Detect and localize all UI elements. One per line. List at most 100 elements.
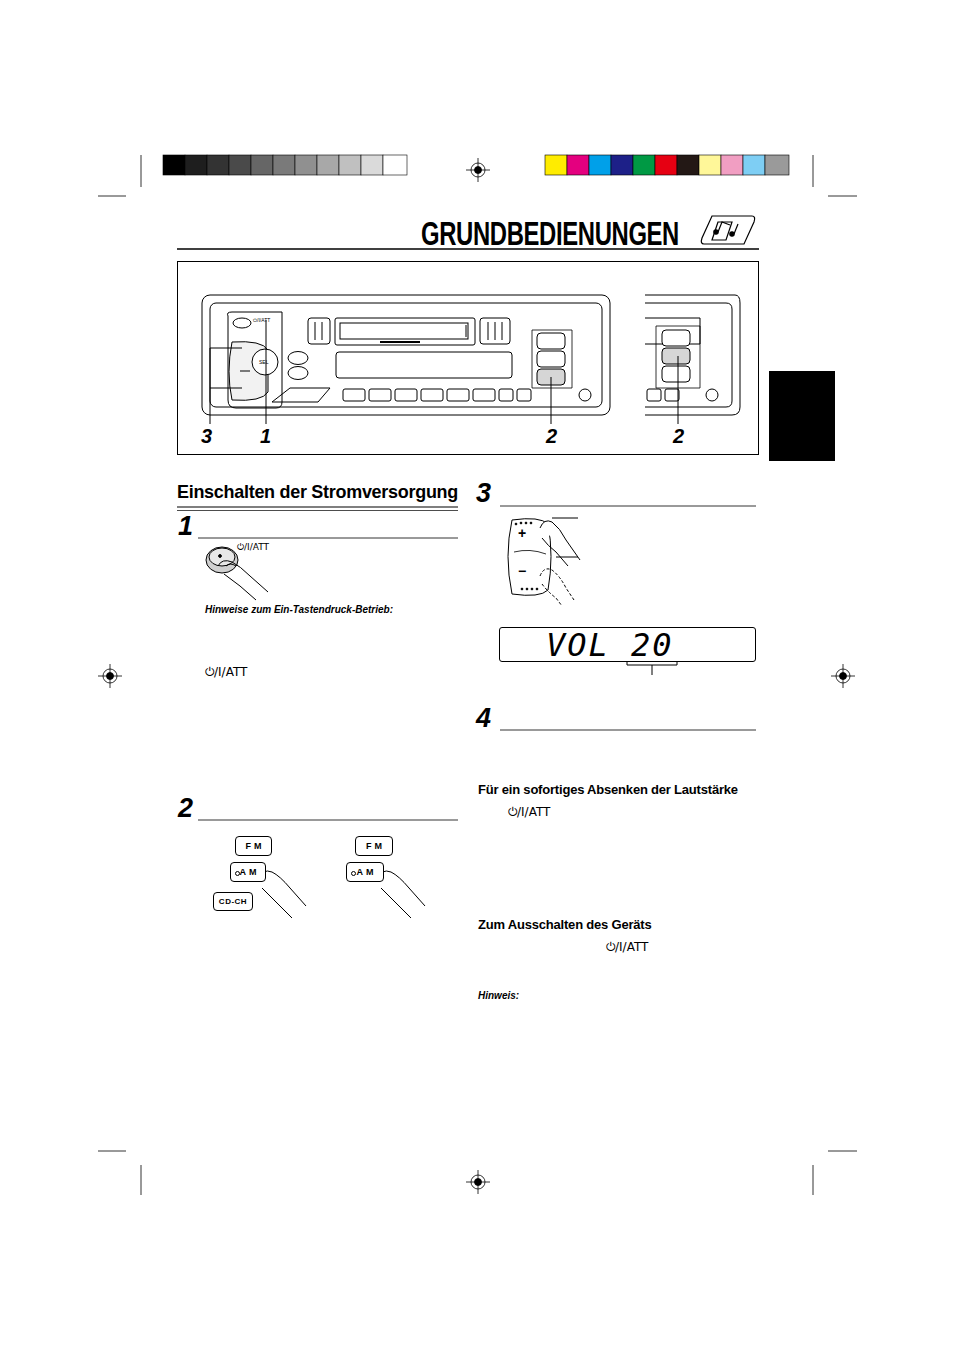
artwork-rect (633, 155, 655, 175)
artwork-rect (721, 155, 743, 175)
artwork-line (500, 506, 756, 507)
callout-leaders (210, 320, 678, 424)
artwork-line (98, 196, 126, 197)
button-text: FM (243, 842, 265, 851)
callout-number: 1 (260, 426, 271, 446)
artwork-line (813, 1165, 814, 1195)
artwork-rect (163, 155, 185, 175)
registration-targets (98, 158, 855, 1194)
artwork-line (551, 377, 552, 424)
artwork-rect (251, 155, 273, 175)
artwork-rect (537, 333, 565, 349)
artwork-rect (447, 389, 469, 401)
artwork-path (272, 388, 330, 402)
power-button-press (206, 547, 268, 600)
artwork-line (315, 322, 316, 340)
artwork-line (322, 322, 323, 340)
gray-scale-bar (163, 155, 407, 175)
button-label: ⏻/I/ATT (205, 666, 247, 678)
artwork-circle (525, 522, 527, 524)
artwork-rect (517, 389, 531, 401)
artwork-circle (536, 588, 538, 590)
subheading: Zum Ausschalten des Geräts (478, 918, 652, 931)
volume-control-press (508, 518, 580, 606)
band-button: AM (230, 862, 266, 882)
artwork-line (110, 664, 111, 688)
artwork-line (466, 325, 467, 337)
artwork-line (813, 155, 814, 187)
artwork-rect (207, 155, 229, 175)
artwork-rect (210, 303, 602, 407)
artwork-circle (515, 523, 517, 525)
band-button: FM (355, 836, 393, 856)
artwork-line (478, 1170, 479, 1194)
artwork-path (218, 561, 268, 592)
artwork-path (532, 330, 572, 388)
artwork-line (141, 1165, 142, 1195)
artwork-circle (730, 232, 734, 236)
artwork-rect (336, 352, 512, 378)
artwork-line (495, 322, 496, 340)
artwork-line (240, 371, 250, 372)
color-bar (545, 155, 789, 175)
artwork-rect (361, 155, 383, 175)
artwork-rect (647, 389, 661, 401)
illustration-frame (178, 262, 759, 455)
artwork-rect (369, 389, 391, 401)
artwork-path (645, 295, 740, 415)
step-number: 3 (476, 480, 491, 507)
artwork-line (556, 557, 578, 558)
artwork-line (678, 356, 679, 424)
band-button-press (258, 871, 425, 918)
button-text: CD-CH (219, 898, 247, 906)
artwork-rect (343, 389, 365, 401)
button-label: ⏻/I/ATT (606, 941, 648, 953)
artwork-line (502, 322, 503, 340)
artwork-line (828, 196, 857, 197)
artwork-rect (383, 155, 407, 175)
artwork-rect (499, 389, 513, 401)
language-tab (769, 371, 835, 461)
artwork-rect (480, 318, 510, 344)
artwork-line (828, 1151, 857, 1152)
artwork-line (843, 664, 844, 688)
artwork-rect (308, 318, 330, 344)
plus-sign: + (518, 526, 526, 540)
artwork-rect (662, 366, 690, 382)
artwork-rect (765, 155, 789, 175)
band-button: CD-CH (213, 892, 253, 911)
step-number: 4 (476, 705, 491, 732)
artwork-path (262, 888, 292, 918)
artwork-rect (421, 389, 443, 401)
artwork-path (224, 574, 256, 600)
band-button: AM (346, 862, 384, 882)
artwork-path (540, 569, 574, 600)
button-text: AM (237, 868, 260, 877)
artwork-rect (699, 155, 721, 175)
artwork-circle (706, 389, 718, 401)
artwork-path (514, 550, 546, 554)
artwork-rect (202, 295, 610, 415)
artwork-rect (662, 348, 690, 364)
step-number: 2 (178, 795, 193, 822)
subheading: Für ein sofortiges Absenken der Lautstär… (478, 783, 738, 796)
artwork-line (652, 665, 653, 675)
artwork-rect (743, 155, 765, 175)
artwork-path (645, 303, 732, 407)
callout-number: 3 (201, 426, 212, 446)
note-heading: Hinweise zum Ein-Tastendruck-Betrieb: (205, 605, 393, 615)
artwork-rect (473, 389, 495, 401)
artwork-path (712, 222, 732, 240)
artwork-line (380, 341, 420, 343)
artwork-rect (273, 155, 295, 175)
artwork-path (734, 224, 738, 234)
callout-number: 2 (673, 426, 684, 446)
artwork-line (266, 320, 267, 424)
artwork-rect (567, 155, 589, 175)
artwork-line (141, 155, 142, 187)
button-label: SEL (259, 360, 268, 365)
crop-marks (98, 155, 857, 1195)
artwork-line (198, 538, 458, 539)
artwork-polyline (210, 348, 242, 424)
